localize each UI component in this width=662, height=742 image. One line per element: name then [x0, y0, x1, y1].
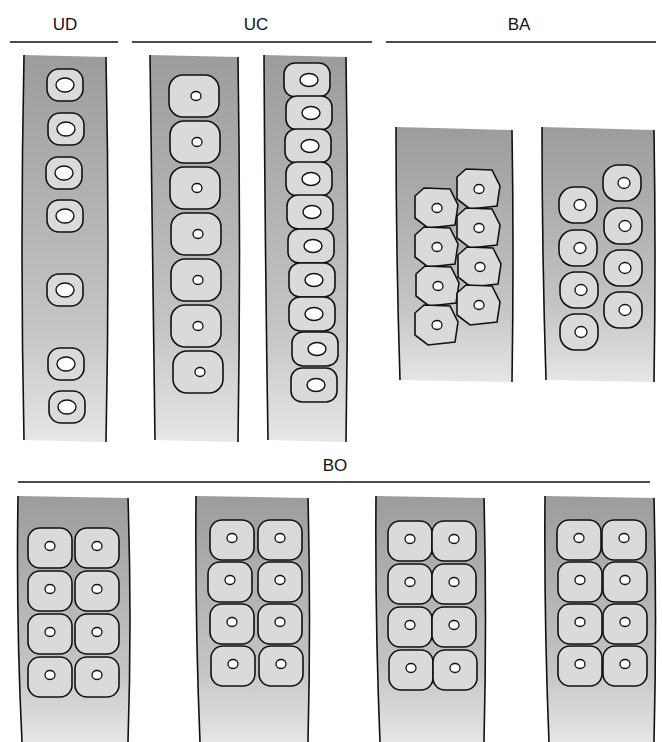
cell: [208, 562, 252, 602]
cell: [559, 230, 597, 266]
cell: [48, 348, 84, 380]
cell: [173, 351, 223, 393]
tissue-tube: [545, 496, 656, 742]
cell: [458, 247, 501, 287]
cell: [416, 266, 459, 306]
cell: [75, 614, 119, 654]
cell: [170, 121, 220, 163]
cell: [46, 157, 82, 189]
cell: [210, 604, 254, 644]
group-bracket: [386, 41, 656, 43]
tube-wall: [150, 55, 240, 442]
cell: [432, 607, 476, 647]
tube-wall: [18, 496, 131, 742]
cell: [558, 562, 602, 602]
cell: [75, 657, 119, 697]
tube-wall: [376, 496, 486, 742]
tissue-tube: [542, 127, 655, 382]
cell: [604, 292, 642, 328]
cell: [388, 521, 432, 561]
cell: [432, 521, 476, 561]
cell: [432, 564, 476, 604]
cell: [211, 646, 255, 686]
cell: [75, 571, 119, 611]
cell: [603, 604, 647, 644]
cell: [47, 69, 83, 101]
tissue-tube: [196, 496, 310, 742]
cell: [558, 604, 602, 644]
tissue-tube: [264, 55, 348, 442]
cell: [433, 650, 477, 690]
group-label: BO: [323, 457, 348, 474]
group-label: UD: [53, 16, 78, 33]
tube-wall: [22, 55, 108, 442]
tissue-tube: [396, 127, 513, 382]
cell: [457, 208, 500, 248]
cell: [560, 314, 598, 350]
cell: [48, 113, 84, 145]
cell: [559, 187, 597, 223]
cell: [388, 564, 432, 604]
cell: [603, 646, 647, 686]
cell: [258, 562, 302, 602]
cell: [560, 272, 598, 308]
cell: [75, 528, 119, 568]
cell: [170, 167, 220, 209]
tissue-tube: [22, 55, 108, 442]
tissue-tube: [376, 496, 486, 742]
cell: [28, 614, 72, 654]
cell: [286, 162, 332, 196]
cell: [603, 562, 647, 602]
cell: [258, 604, 302, 644]
tube-wall: [396, 127, 513, 382]
cell: [47, 274, 83, 306]
cell: [603, 165, 641, 201]
cell: [47, 200, 83, 232]
cell: [557, 520, 601, 560]
cell: [28, 657, 72, 697]
cell: [291, 368, 337, 402]
cell: [287, 195, 333, 229]
cell: [258, 520, 302, 560]
cell: [288, 229, 334, 263]
cell: [285, 129, 331, 163]
tube-wall: [542, 127, 655, 382]
cell: [388, 607, 432, 647]
cell: [289, 297, 335, 331]
cell: [289, 263, 335, 297]
cell: [415, 305, 458, 345]
cell: [286, 96, 332, 130]
cell: [171, 259, 221, 301]
cell: [415, 188, 458, 228]
cell: [49, 391, 85, 423]
cell: [604, 208, 642, 244]
group-bracket: [10, 41, 118, 43]
cell: [171, 305, 221, 347]
cell: [389, 650, 433, 690]
cell: [604, 250, 642, 286]
group-label: BA: [508, 16, 531, 33]
cell: [259, 646, 303, 686]
cell: [292, 332, 338, 366]
group-label: UC: [244, 16, 269, 33]
cell: [415, 227, 458, 267]
cell: [28, 571, 72, 611]
cell: [284, 63, 330, 97]
cell: [169, 75, 219, 117]
group-bracket: [18, 481, 650, 483]
cell: [171, 213, 221, 255]
tissue-tube: [18, 496, 131, 742]
cell: [602, 520, 646, 560]
cell: [210, 520, 254, 560]
cell: [28, 528, 72, 568]
tube-wall: [196, 496, 310, 742]
tube-wall: [545, 496, 656, 742]
tissue-tube: [150, 55, 240, 442]
cell: [457, 169, 500, 209]
tube-wall: [264, 55, 348, 442]
cell: [457, 285, 500, 325]
group-bracket: [132, 41, 372, 43]
cell: [558, 646, 602, 686]
